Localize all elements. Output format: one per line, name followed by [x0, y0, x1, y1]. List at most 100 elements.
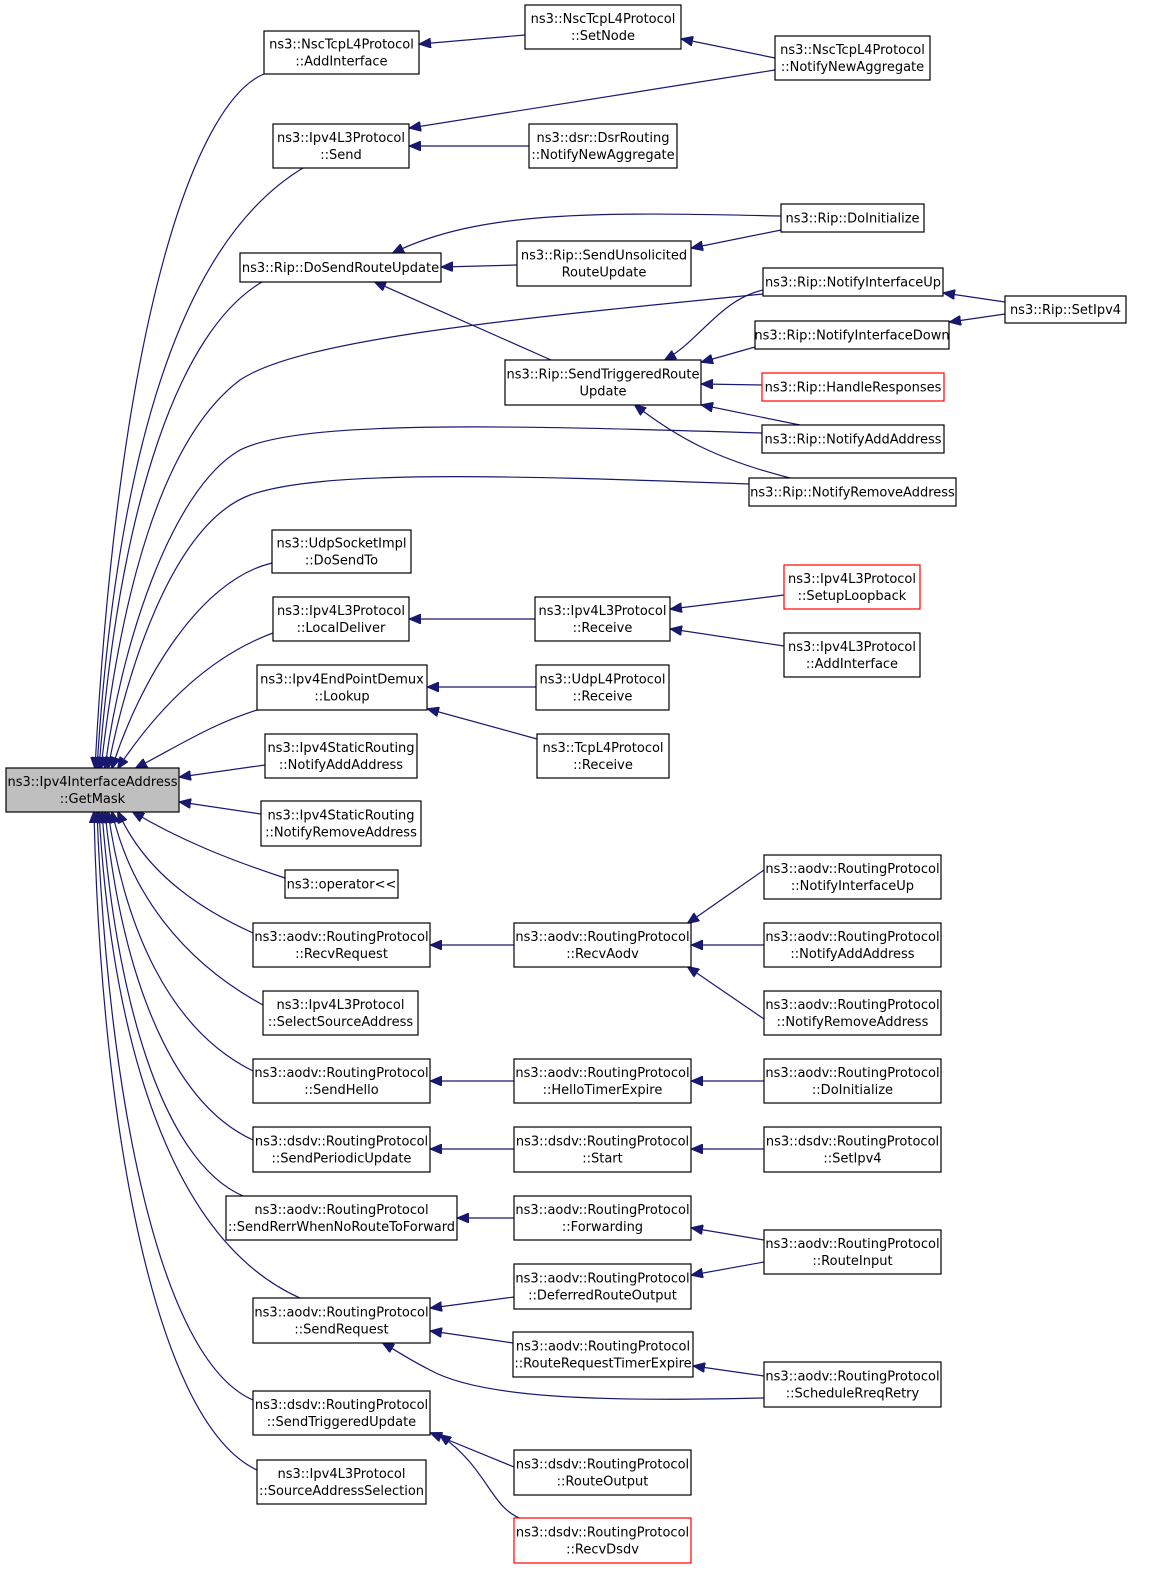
node-rip-notifyremoveaddress[interactable]: ns3::Rip::NotifyRemoveAddress — [748, 477, 957, 507]
node-label-line: ::AddInterface — [806, 657, 898, 672]
node-udpl4-receive[interactable]: ns3::UdpL4Protocol::Receive — [535, 664, 670, 711]
edge-dsdv-recvdsdv-to-dsdv-sendtriggered — [440, 1435, 526, 1521]
node-label-line: ::HelloTimerExpire — [543, 1083, 663, 1098]
node-box — [513, 1449, 692, 1496]
edge-rip-notifyinterfaceup-to-rip-sendtriggered — [665, 289, 764, 360]
node-dsdv-start[interactable]: ns3::dsdv::RoutingProtocol::Start — [513, 1126, 692, 1173]
node-aodv-schedulerreqretry[interactable]: ns3::aodv::RoutingProtocol::ScheduleRreq… — [763, 1361, 942, 1408]
node-ipv4l3-setuploopback[interactable]: ns3::Ipv4L3Protocol::SetupLoopback — [783, 564, 921, 610]
node-nsc-notifynewaggregate[interactable]: ns3::NscTcpL4Protocol::NotifyNewAggregat… — [774, 35, 931, 81]
node-operator[interactable]: ns3::operator<< — [284, 869, 399, 899]
node-aodv-deferredrouteoutput[interactable]: ns3::aodv::RoutingProtocol::DeferredRout… — [513, 1263, 692, 1310]
node-rip-handleresponses[interactable]: ns3::Rip::HandleResponses — [761, 372, 945, 402]
node-box — [256, 1459, 427, 1505]
node-aodv-routeinput[interactable]: ns3::aodv::RoutingProtocol::RouteInput — [763, 1229, 942, 1275]
node-dsdv-recvdsdv[interactable]: ns3::dsdv::RoutingProtocol::RecvDsdv — [513, 1517, 692, 1564]
edge-ipv4l3-selectsource-to-getmask — [112, 812, 264, 1006]
node-label-line: ns3::aodv::RoutingProtocol — [765, 1066, 939, 1081]
edge-aodv-recvrequest-to-getmask — [118, 812, 254, 934]
node-label-line: ns3::Ipv4InterfaceAddress — [7, 775, 177, 790]
node-aodv-recvrequest[interactable]: ns3::aodv::RoutingProtocol::RecvRequest — [252, 922, 431, 968]
node-box — [534, 596, 671, 642]
node-aodv-sendhello[interactable]: ns3::aodv::RoutingProtocol::SendHello — [252, 1058, 431, 1104]
node-ipv4l3-localdeliver[interactable]: ns3::Ipv4L3Protocol::LocalDeliver — [272, 596, 410, 642]
node-ipv4l3-sourceaddressselection[interactable]: ns3::Ipv4L3Protocol::SourceAddressSelect… — [256, 1459, 427, 1505]
node-dsr-notifynewaggregate[interactable]: ns3::dsr::DsrRouting::NotifyNewAggregate — [528, 123, 678, 169]
node-box — [252, 1126, 431, 1173]
node-label-line: ::SetNode — [571, 29, 635, 44]
node-label-line: ns3::aodv::RoutingProtocol — [765, 862, 939, 877]
node-label-line: ::SelectSourceAddress — [268, 1015, 414, 1030]
node-dsdv-sendperiodic[interactable]: ns3::dsdv::RoutingProtocol::SendPeriodic… — [252, 1126, 431, 1173]
node-label-line: ns3::aodv::RoutingProtocol — [254, 1306, 428, 1321]
node-rip-notifyinterfacedown[interactable]: ns3::Rip::NotifyInterfaceDown — [754, 320, 950, 350]
edge-udpsocket-dosendto-to-getmask — [112, 562, 273, 768]
node-rip-notifyinterfaceup[interactable]: ns3::Rip::NotifyInterfaceUp — [762, 267, 944, 297]
edge-nsc-notifynewaggregate-to-nsc-setnode — [682, 39, 776, 59]
node-aodv-notifyremoveaddress[interactable]: ns3::aodv::RoutingProtocol::NotifyRemove… — [763, 990, 942, 1036]
node-udpsocket-dosendto[interactable]: ns3::UdpSocketImpl::DoSendTo — [271, 529, 412, 574]
node-box — [284, 869, 399, 899]
node-aodv-doinitialize[interactable]: ns3::aodv::RoutingProtocol::DoInitialize — [763, 1058, 942, 1104]
node-aodv-notifyinterfaceup[interactable]: ns3::aodv::RoutingProtocol::NotifyInterf… — [763, 854, 942, 900]
node-label-line: ns3::Rip::SendTriggeredRoute — [507, 368, 700, 383]
node-aodv-notifyaddaddress[interactable]: ns3::aodv::RoutingProtocol::NotifyAddAdd… — [763, 922, 942, 968]
node-label-line: ::ScheduleRreqRetry — [786, 1387, 920, 1402]
edge-nsc-addinterface-to-getmask — [95, 73, 265, 768]
node-ipv4l3-selectsource[interactable]: ns3::Ipv4L3Protocol::SelectSourceAddress — [262, 990, 419, 1036]
node-box — [252, 1297, 431, 1344]
node-ipv4l3-receive[interactable]: ns3::Ipv4L3Protocol::Receive — [534, 596, 671, 642]
node-box — [513, 1126, 692, 1173]
node-box — [271, 529, 412, 574]
edge-aodv-routerequesttimerexpire-to-aodv-sendrequest — [431, 1331, 514, 1344]
node-box — [761, 372, 945, 402]
node-dsdv-sendtriggered[interactable]: ns3::dsdv::RoutingProtocol::SendTriggere… — [252, 1390, 431, 1436]
node-ipv4endpoint-lookup[interactable]: ns3::Ipv4EndPointDemux::Lookup — [256, 664, 428, 711]
node-nsc-addinterface[interactable]: ns3::NscTcpL4Protocol::AddInterface — [263, 30, 420, 75]
node-label-line: ns3::Rip::DoSendRouteUpdate — [242, 261, 439, 276]
node-label-line: ::Send — [320, 148, 362, 163]
node-label-line: ns3::dsr::DsrRouting — [537, 131, 670, 146]
node-nsc-setnode[interactable]: ns3::NscTcpL4Protocol::SetNode — [524, 4, 682, 50]
node-aodv-forwarding[interactable]: ns3::aodv::RoutingProtocol::Forwarding — [513, 1195, 692, 1241]
node-box — [239, 252, 442, 283]
node-aodv-sendrequest[interactable]: ns3::aodv::RoutingProtocol::SendRequest — [252, 1297, 431, 1344]
node-ipv4l3-addinterface[interactable]: ns3::Ipv4L3Protocol::AddInterface — [783, 632, 921, 678]
node-label-line: ::Receive — [573, 758, 633, 773]
node-getmask[interactable]: ns3::Ipv4InterfaceAddress::GetMask — [5, 767, 180, 813]
node-rip-notifyaddaddress[interactable]: ns3::Rip::NotifyAddAddress — [761, 424, 945, 454]
node-box — [1004, 295, 1127, 324]
node-label-line: ::Start — [582, 1152, 623, 1167]
node-static-notifyremove[interactable]: ns3::Ipv4StaticRouting::NotifyRemoveAddr… — [260, 800, 422, 847]
edge-rip-doinitialize-to-rip-dosendrouteupdate — [393, 213, 782, 253]
node-aodv-hellotimerexpire[interactable]: ns3::aodv::RoutingProtocol::HelloTimerEx… — [513, 1058, 692, 1104]
node-aodv-recvaodv[interactable]: ns3::aodv::RoutingProtocol::RecvAodv — [513, 922, 692, 968]
node-box — [535, 664, 670, 711]
node-ipv4l3-send[interactable]: ns3::Ipv4L3Protocol::Send — [272, 123, 410, 169]
node-label-line: ::Receive — [573, 621, 633, 636]
node-tcpl4-receive[interactable]: ns3::TcpL4Protocol::Receive — [536, 733, 670, 779]
node-dsdv-routeoutput[interactable]: ns3::dsdv::RoutingProtocol::RouteOutput — [513, 1449, 692, 1496]
node-aodv-routerequesttimerexpire[interactable]: ns3::aodv::RoutingProtocol::RouteRequest… — [512, 1331, 694, 1378]
edge-dsdv-sendperiodic-to-getmask — [105, 812, 254, 1141]
node-box — [763, 1229, 942, 1275]
node-static-notifyadd[interactable]: ns3::Ipv4StaticRouting::NotifyAddAddress — [264, 733, 418, 779]
edge-rip-notifyinterfaceup-to-getmask — [101, 293, 764, 768]
node-label-line: ns3::aodv::RoutingProtocol — [515, 1066, 689, 1081]
edge-ipv4l3-setuploopback-to-ipv4l3-receive — [671, 594, 785, 609]
edge-aodv-routeinput-to-aodv-deferredrouteoutput — [692, 1261, 765, 1275]
node-box — [754, 320, 950, 350]
node-rip-dosendrouteupdate[interactable]: ns3::Rip::DoSendRouteUpdate — [239, 252, 442, 283]
node-aodv-sendrerr[interactable]: ns3::aodv::RoutingProtocol::SendRerrWhen… — [225, 1195, 458, 1241]
node-label-line: ::RecvRequest — [295, 947, 388, 962]
edge-rip-handleresponses-to-rip-sendtriggered — [702, 384, 763, 385]
node-label-line: ns3::NscTcpL4Protocol — [531, 12, 676, 27]
edge-aodv-sendrequest-to-getmask — [99, 812, 301, 1299]
edge-aodv-schedulerreqretry-to-aodv-sendrequest — [383, 1343, 765, 1400]
node-rip-setipv4[interactable]: ns3::Rip::SetIpv4 — [1004, 295, 1127, 324]
node-rip-doinitialize[interactable]: ns3::Rip::DoInitialize — [780, 203, 925, 233]
node-dsdv-setipv4[interactable]: ns3::dsdv::RoutingProtocol::SetIpv4 — [763, 1126, 942, 1173]
node-box — [783, 632, 921, 678]
